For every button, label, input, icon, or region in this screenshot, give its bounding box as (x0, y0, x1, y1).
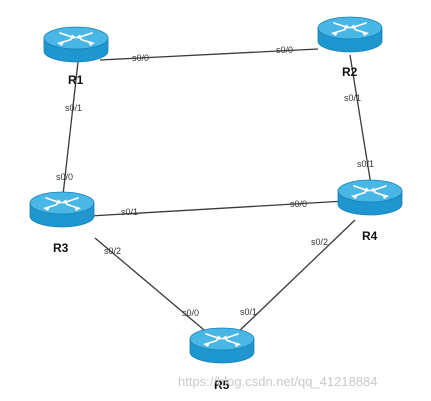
router-r4 (337, 179, 403, 216)
iface-r1-s0-1: s0/1 (65, 103, 82, 113)
router-r2 (317, 16, 383, 53)
iface-r2-s0-0: s0/0 (276, 45, 293, 55)
iface-r2-s0-1: s0/1 (344, 93, 361, 103)
router-label-r3: R3 (53, 241, 69, 255)
iface-r4-s0-0: s0/0 (290, 199, 307, 209)
router-label-r4: R4 (362, 229, 378, 243)
iface-r3-s0-1: s0/1 (121, 207, 138, 217)
iface-r3-s0-2: s0/2 (104, 246, 121, 256)
router-r5 (189, 327, 255, 364)
router-label-r5: R5 (214, 378, 230, 392)
link-r1-r2 (99, 48, 319, 61)
router-label-r2: R2 (342, 65, 358, 79)
link-r3-r4 (89, 200, 346, 217)
router-r1 (43, 26, 109, 63)
iface-r4-s0-1: s0/1 (357, 159, 374, 169)
router-icon (43, 26, 109, 63)
link-r2-r4 (349, 54, 372, 186)
router-icon (189, 327, 255, 364)
router-icon (29, 191, 95, 228)
link-r1-r3 (62, 61, 79, 196)
iface-r5-s0-1: s0/1 (240, 307, 257, 317)
router-label-r1: R1 (68, 73, 84, 87)
iface-r1-s0-0: s0/0 (132, 53, 149, 63)
iface-r4-s0-2: s0/2 (311, 237, 328, 247)
router-icon (337, 179, 403, 216)
router-r3 (29, 191, 95, 228)
router-icon (317, 16, 383, 53)
link-r3-r5 (94, 237, 211, 336)
iface-r5-s0-0: s0/0 (182, 308, 199, 318)
watermark-text: https://blog.csdn.net/qq_41218884 (178, 374, 378, 389)
link-r4-r5 (234, 219, 356, 336)
iface-r3-s0-0: s0/0 (56, 172, 73, 182)
